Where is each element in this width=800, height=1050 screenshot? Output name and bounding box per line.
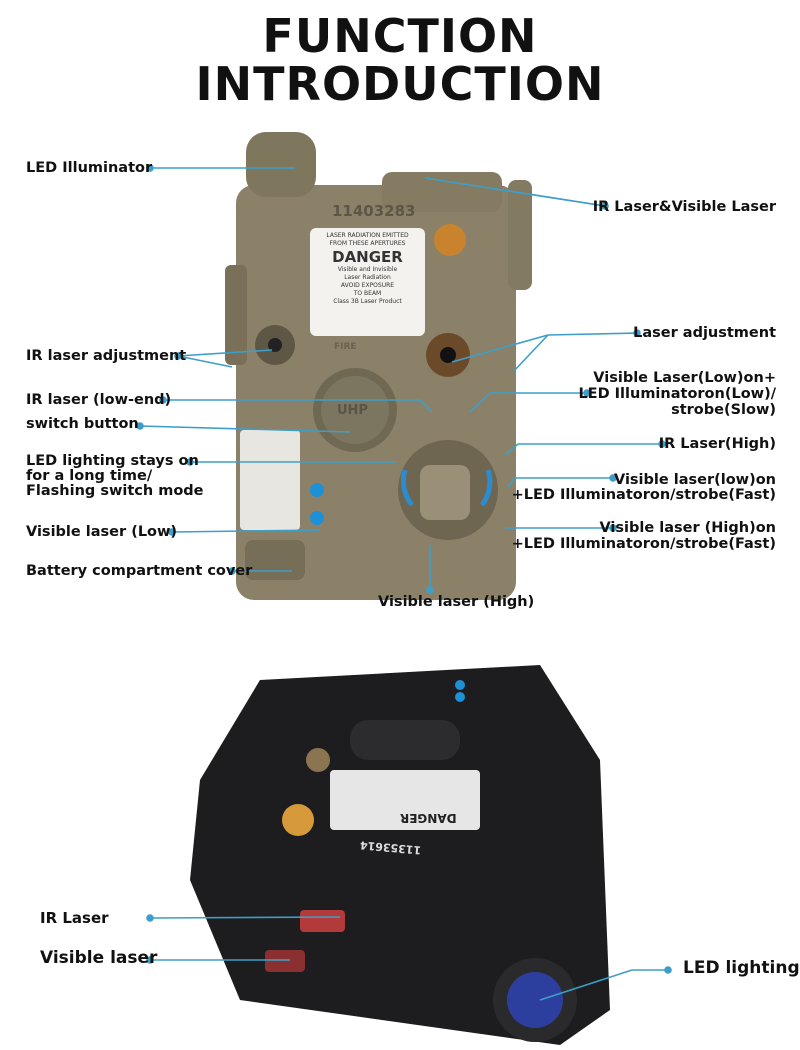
label-mode-vis-2: +LED Illuminatoron/strobe(Fast) [511,487,776,503]
sticker-text: Class 3B Laser Product [333,298,402,305]
device-top-body [225,132,532,600]
label-battery-cover: Battery compartment cover [26,563,253,579]
sticker-text: Laser Radiation [344,274,391,281]
sticker-text: FROM THESE APERTURES [329,240,406,247]
label-mode-vis-1: Visible laser(low)on [613,472,776,488]
label-led-illuminator: LED Illuminator [26,160,153,176]
label-led-lighting-2: for a long time/ [26,468,153,484]
label-ir-laser-low-end: IR laser (low-end) [26,392,172,408]
label-switch-button: switch button [26,416,139,432]
label-led-lighting-1: LED lighting stays on [26,453,199,469]
label-mode-ah-1: Visible laser (High)on [599,520,776,536]
label-mode-ah-2: +LED Illuminatoron/strobe(Fast) [511,536,776,552]
label-mode-dl-2: LED Illuminatoron(Low)/ [578,386,776,402]
danger-sticker: LASER RADIATION EMITTED FROM THESE APERT… [310,232,425,306]
title-line2: INTRODUCTION [195,57,605,111]
sticker-text: LASER RADIATION EMITTED [326,232,409,239]
fire-text: FIRE [334,342,357,352]
label-led-lighting: LED lighting [683,958,800,978]
label-ir-laser: IR Laser [40,909,109,927]
device-bottom-body [190,665,610,1045]
label-visible-laser-low: Visible laser (Low) [26,524,178,540]
label-mode-dl-1: Visible Laser(Low)on+ [593,370,776,386]
label-ir-laser-high: IR Laser(High) [658,436,776,452]
label-visible-laser-high: Visible laser (High) [378,594,535,610]
label-ir-visible-laser: IR Laser&Visible Laser [592,199,776,215]
label-mode-dl-3: strobe(Slow) [671,402,776,418]
label-visible-laser: Visible laser [40,948,158,968]
label-ir-laser-adjustment: IR laser adjustment [26,348,187,364]
sticker-text: AVOID EXPOSURE [340,282,395,289]
label-led-lighting-3: Flashing switch mode [26,483,204,499]
device-bottom-danger: DANGER [400,811,457,825]
uhp-button-text: UHP [337,403,368,418]
device-serial: 11403283 [332,202,416,220]
sticker-text: Visible and Invisible [337,266,398,273]
sticker-text: TO BEAM [353,290,382,297]
label-laser-adjustment: Laser adjustment [633,325,776,341]
callout-lines [136,164,672,1001]
sticker-danger: DANGER [332,248,403,266]
title-line1: FUNCTION [262,9,538,63]
